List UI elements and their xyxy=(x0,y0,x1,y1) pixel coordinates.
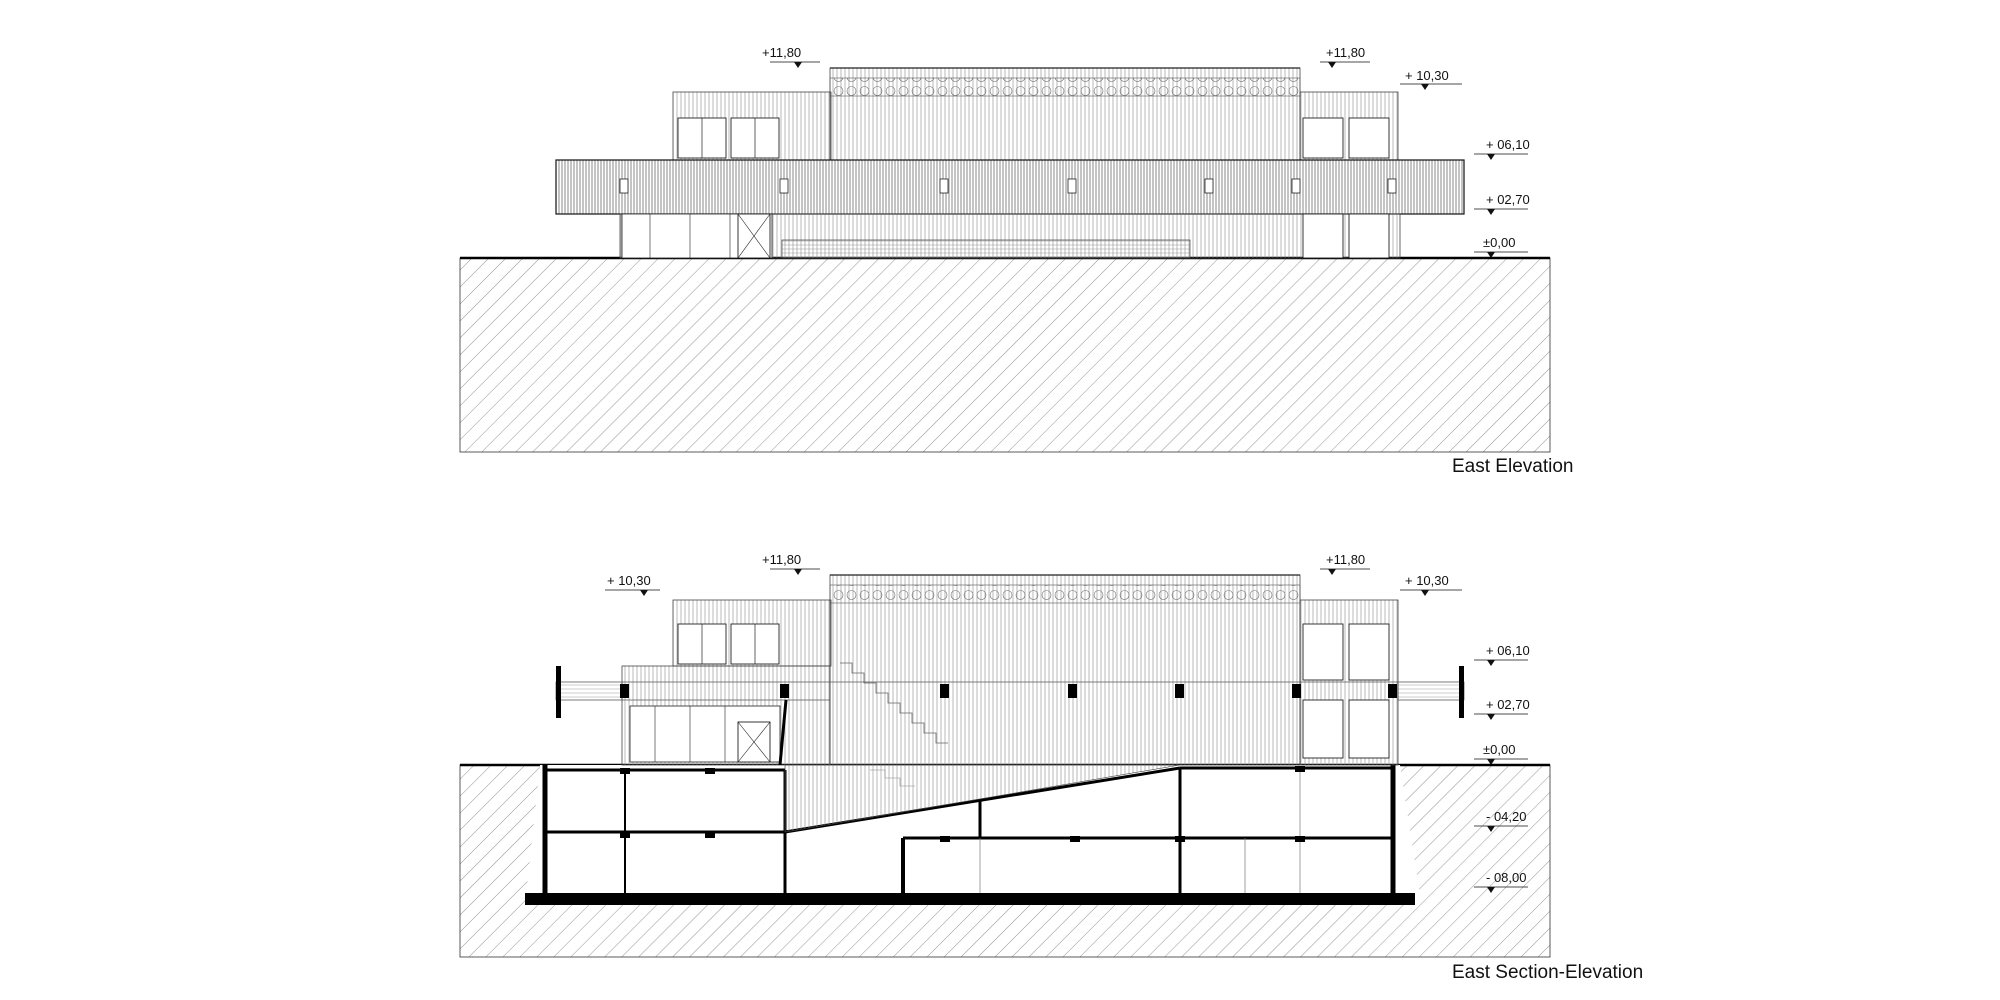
drawing-title: East Elevation xyxy=(1452,456,1573,477)
level-marker-band: + 02,70 xyxy=(1474,697,1530,720)
right-ground-window xyxy=(1348,213,1390,259)
cantilever-right xyxy=(1397,681,1465,701)
basement-cut-area xyxy=(525,765,1420,905)
level-marker-band: + 02,70 xyxy=(1474,192,1530,215)
right-upper-window xyxy=(1348,117,1390,159)
level-label: +11,80 xyxy=(762,552,801,567)
level-marker-ground: ±0,00 xyxy=(1474,235,1528,258)
level-marker-first-floor: + 06,10 xyxy=(1474,137,1530,160)
staircase xyxy=(840,662,948,744)
level-label: + 02,70 xyxy=(1486,192,1530,207)
east-section-elevation-drawing: + 10,30 +11,80 +11,80 + 10,30 + 06,10 + … xyxy=(459,552,1643,983)
level-label: +11,80 xyxy=(762,45,801,60)
level-label: + 10,30 xyxy=(1405,68,1449,83)
level-marker-roof-right: +11,80 xyxy=(1320,45,1370,68)
right-upper-window xyxy=(1302,117,1344,159)
right-upper-window xyxy=(1348,623,1390,681)
right-ground-window xyxy=(1348,699,1390,759)
right-upper-window xyxy=(1302,623,1344,681)
ground-earth-hatch xyxy=(459,257,1551,453)
level-marker-upper-right: + 10,30 xyxy=(1400,573,1462,596)
roof-truss-band xyxy=(829,77,1301,97)
drawing-title: East Section-Elevation xyxy=(1452,962,1643,983)
level-label: + 06,10 xyxy=(1486,137,1530,152)
low-canopy xyxy=(781,239,1191,259)
level-label: +11,80 xyxy=(1326,552,1365,567)
level-marker-basement-2: - 08,00 xyxy=(1474,870,1528,893)
level-label: + 10,30 xyxy=(607,573,651,588)
level-marker-first-floor: + 06,10 xyxy=(1474,643,1530,666)
central-hall-volume xyxy=(829,574,1301,766)
level-marker-roof-right: +11,80 xyxy=(1320,552,1370,575)
cantilever-band xyxy=(555,159,1465,215)
east-elevation-drawing: +11,80 +11,80 + 10,30 + 06,10 + 02,70 ±0… xyxy=(459,45,1573,477)
level-label: + 06,10 xyxy=(1486,643,1530,658)
level-marker-upper-right: + 10,30 xyxy=(1400,68,1462,90)
cantilever-left xyxy=(555,681,623,701)
right-ground-window xyxy=(1302,213,1344,259)
level-label: ±0,00 xyxy=(1483,742,1515,757)
foundation-slab xyxy=(525,893,1415,905)
level-label: +11,80 xyxy=(1326,45,1365,60)
level-label: - 04,20 xyxy=(1486,809,1526,824)
level-marker-basement-1: - 04,20 xyxy=(1474,809,1528,832)
level-marker-roof-left: +11,80 xyxy=(762,552,820,575)
level-marker-ground: ±0,00 xyxy=(1474,742,1528,765)
level-label: ±0,00 xyxy=(1483,235,1515,250)
roof-truss-band xyxy=(829,584,1301,604)
level-marker-roof-left: +11,80 xyxy=(762,45,820,68)
right-ground-window xyxy=(1302,699,1344,759)
level-marker-upper-left: + 10,30 xyxy=(605,573,660,596)
level-label: - 08,00 xyxy=(1486,870,1526,885)
level-label: + 10,30 xyxy=(1405,573,1449,588)
level-label: + 02,70 xyxy=(1486,697,1530,712)
